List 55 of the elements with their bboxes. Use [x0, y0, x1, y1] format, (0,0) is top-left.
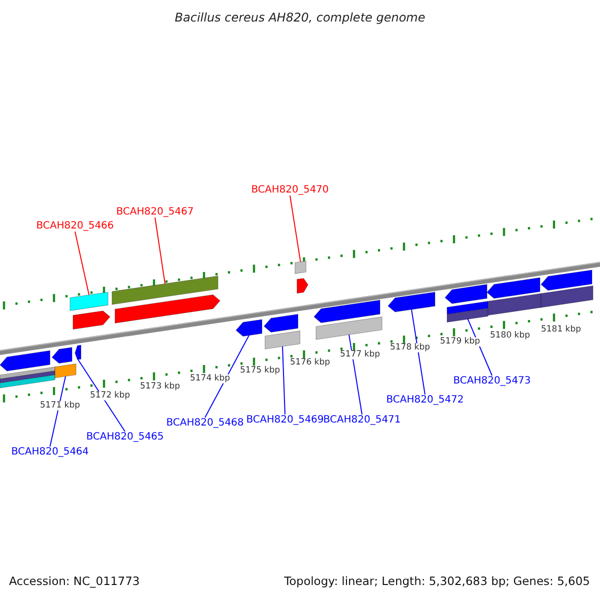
gene-block — [540, 270, 592, 291]
gene-block — [72, 310, 110, 330]
tick-label: 5173 kbp — [138, 382, 182, 392]
gene-label: BCAH820_5468 — [166, 418, 244, 428]
gene-feature — [446, 301, 488, 323]
tick-label: 5176 kbp — [288, 358, 332, 368]
leader-line — [204, 334, 250, 418]
tick-label: 5172 kbp — [88, 391, 132, 401]
genome-summary-note: Topology: linear; Length: 5,302,683 bp; Genes: 5,605 — [284, 575, 590, 588]
gene-block — [296, 278, 308, 294]
gene-label: BCAH820_5464 — [11, 446, 89, 458]
tick-label: 5181 kbp — [540, 325, 582, 335]
gene-block — [314, 300, 380, 324]
gene-block — [388, 292, 436, 312]
gene-label: BCAH820_5473 — [453, 376, 531, 386]
tick-label: 5180 kbp — [488, 331, 532, 341]
gene-block — [52, 347, 72, 364]
gene-feature — [540, 285, 594, 308]
gene-block — [264, 314, 298, 333]
accession-note: Accession: NC_011773 — [9, 575, 140, 588]
gene-block — [114, 294, 220, 324]
gene-feature — [112, 276, 218, 305]
leader-line — [282, 346, 286, 415]
leader-line — [50, 376, 66, 447]
gene-label: BCAH820_5467 — [116, 206, 194, 218]
gene-feature — [316, 316, 382, 340]
tick-label: 5171 kbp — [38, 401, 82, 411]
tick-label: 5177 kbp — [338, 350, 382, 360]
gene-feature — [264, 330, 300, 350]
tick-label: 5179 kbp — [438, 337, 482, 347]
gene-feature — [0, 366, 56, 388]
gene-label: BCAH820_5471 — [323, 414, 401, 426]
gene-label: BCAH820_5469 — [246, 414, 324, 426]
tick-label: 5175 kbp — [238, 366, 282, 376]
gene-block — [74, 344, 82, 360]
gene-feature — [294, 260, 306, 274]
leader-line — [74, 231, 90, 296]
gene-block — [486, 277, 540, 299]
gene-block — [236, 319, 262, 337]
gene-label: BCAH820_5470 — [251, 184, 329, 196]
leader-line — [154, 217, 166, 284]
gene-block — [444, 284, 488, 304]
gene-feature — [54, 363, 76, 378]
gene-label: BCAH820_5472 — [386, 394, 464, 406]
diagram-title: Bacillus cereus AH820, complete genome — [174, 11, 426, 25]
gene-label: BCAH820_5465 — [86, 432, 164, 442]
gene-feature — [70, 292, 108, 312]
leader-line — [290, 195, 301, 262]
leader-line — [348, 334, 362, 415]
gene-label: BCAH820_5466 — [36, 220, 114, 232]
tick-label: 5178 kbp — [388, 343, 432, 353]
gene-feature — [488, 293, 542, 316]
leader-line — [78, 359, 126, 432]
tick-label: 5174 kbp — [188, 374, 232, 384]
leader-line — [411, 309, 426, 395]
